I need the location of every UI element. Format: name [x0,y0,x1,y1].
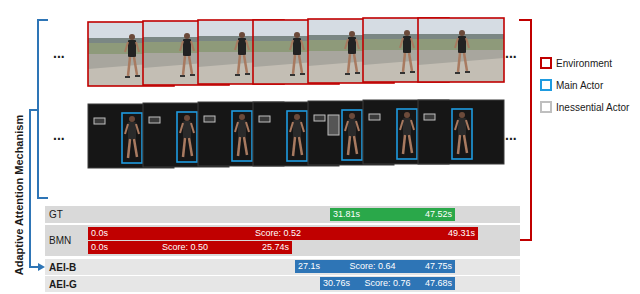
legend-text: Environment [556,58,612,69]
time-segment-bar: 30.76s Score: 0.76 47.68s [320,277,455,290]
result-row-band: AEI-B27.1sScore: 0.6447.75s [45,259,520,275]
segment-value: 25.74s [262,241,289,254]
segment-value: 31.81s [333,208,360,221]
result-row-band: GT31.81s47.52s [45,206,520,223]
result-row-band: BMN0.0sScore: 0.5249.31s0.0sScore: 0.502… [45,225,520,256]
time-segment-bar: 31.81s 47.52s [330,208,455,221]
continuation-dots: ... [53,127,65,143]
actor-frames [88,100,504,168]
segment-value: 30.76s [323,277,350,290]
segment-value: 27.1s [298,260,320,273]
legend-swatch [540,101,552,113]
ellipsis-mark: ... [53,126,65,144]
ellipsis-mark: ... [53,44,65,62]
segment-value: Score: 0.76 [364,277,410,290]
continuation-dots: ... [505,127,517,143]
time-segment-bar: 0.0s Score: 0.52 49.31s [88,227,478,240]
environment-frames [88,18,504,86]
legend-entry: Environment [540,52,629,74]
segment-value: 49.31s [448,227,475,240]
segment-value: Score: 0.64 [349,260,395,273]
segment-value: Score: 0.50 [162,241,208,254]
continuation-dots: ... [505,45,517,61]
legend: EnvironmentMain ActorInessential Actor [540,52,629,118]
time-segment-bar: 27.1s Score: 0.64 47.75s [295,260,455,273]
result-row-band: AEI-G30.76sScore: 0.7647.68s [45,276,520,292]
legend-swatch [540,79,552,91]
legend-entry: Inessential Actor [540,96,629,118]
segment-value: 47.75s [425,260,452,273]
legend-text: Main Actor [556,80,603,91]
segment-value: 47.52s [425,208,452,221]
time-segment-bar: 0.0s Score: 0.50 25.74s [88,241,292,254]
legend-text: Inessential Actor [556,102,629,113]
continuation-dots: ... [53,45,65,61]
segment-value: 0.0s [91,241,108,254]
ellipsis-mark: ... [505,126,517,144]
mechanism-name: Adaptive Attention Mechanism [13,115,25,275]
legend-swatch [540,57,552,69]
segment-value: 0.0s [91,227,108,240]
legend-entry: Main Actor [540,74,629,96]
segment-value: Score: 0.52 [255,227,301,240]
ellipsis-mark: ... [505,44,517,62]
segment-value: 47.68s [425,277,452,290]
vertical-label: Adaptive Attention Mechanism [9,115,27,275]
